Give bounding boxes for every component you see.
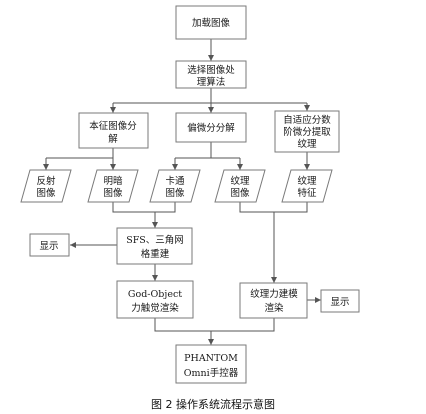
node-adaptive: 自适应分数 阶微分提取 纹理	[274, 110, 340, 153]
edges	[43, 39, 321, 345]
node-texforce-label-2: 渲染	[264, 302, 284, 314]
node-pde: 偏微分分解	[175, 112, 247, 143]
node-texture-feature: 纹理 特征	[281, 169, 333, 203]
node-texture-img-label-2: 图像	[230, 187, 250, 199]
node-cartoon: 卡通 图像	[149, 169, 201, 203]
node-texture-feat-label-1: 纹理	[297, 175, 317, 187]
node-select-algorithm: 选择图像处 理算法	[175, 60, 247, 89]
node-cartoon-label-1: 卡通	[165, 175, 185, 187]
node-select-label-1: 选择图像处	[187, 64, 235, 76]
node-adaptive-label-2: 阶微分提取	[283, 126, 331, 138]
node-pde-label: 偏微分分解	[187, 122, 235, 134]
node-cartoon-label-2: 图像	[165, 187, 185, 199]
node-intrinsic-label-1: 本征图像分	[89, 120, 137, 132]
edge-shade-down	[112, 202, 155, 213]
node-phantom-label-1: PHANTOM	[184, 353, 238, 364]
node-adaptive-label-3: 纹理	[297, 138, 317, 150]
node-sfs: SFS、三角网 格重建	[116, 227, 193, 265]
node-texforce-label-1: 纹理力建模	[250, 288, 298, 300]
node-shade: 明暗 图像	[87, 169, 139, 203]
node-godobj-label-2: 力触觉渲染	[131, 302, 179, 314]
node-display-right-label: 显示	[330, 297, 349, 308]
node-display-left-label: 显示	[39, 241, 58, 252]
flowchart: 加载图像 选择图像处 理算法 本征图像分 解 偏微分分解 自适应分数 阶微分提取…	[20, 5, 360, 384]
node-godobj-label-1: God-Object	[128, 289, 182, 300]
node-texture-force: 纹理力建模 渲染	[239, 282, 308, 319]
node-load: 加载图像	[175, 5, 247, 40]
node-texture-feat-label-2: 特征	[297, 187, 317, 199]
node-phantom: PHANTOM Omni手控器	[175, 344, 247, 384]
edge-texforce-down	[211, 318, 275, 332]
node-sfs-label-2: 格重建	[141, 248, 170, 260]
edge-godobj-down	[154, 318, 211, 332]
node-god-object: God-Object 力触觉渲染	[116, 280, 194, 319]
node-intrinsic-label-2: 解	[108, 133, 118, 145]
node-phantom-label-2: Omni手控器	[184, 367, 239, 379]
node-adaptive-label-1: 自适应分数	[283, 114, 331, 126]
node-sfs-label-1: SFS、三角网	[126, 234, 184, 246]
node-shade-label-2: 图像	[103, 187, 123, 199]
node-intrinsic: 本征图像分 解	[78, 112, 149, 149]
edge-feature-down	[274, 202, 308, 213]
node-reflect-label-2: 图像	[36, 187, 56, 199]
node-texture-image: 纹理 图像	[214, 169, 266, 203]
node-load-label: 加载图像	[192, 17, 231, 29]
edge-texture-img-down	[239, 202, 274, 213]
node-display-right: 显示	[320, 289, 360, 313]
node-reflect-label-1: 反射	[36, 175, 56, 187]
node-texture-img-label-1: 纹理	[230, 175, 250, 187]
node-reflect: 反射 图像	[20, 169, 72, 203]
node-select-label-2: 理算法	[197, 76, 226, 88]
edge-cartoon-down	[155, 202, 176, 213]
node-shade-label-1: 明暗	[103, 175, 123, 187]
node-display-left: 显示	[29, 233, 70, 257]
figure-caption: 图 2 操作系统流程示意图	[151, 398, 275, 411]
